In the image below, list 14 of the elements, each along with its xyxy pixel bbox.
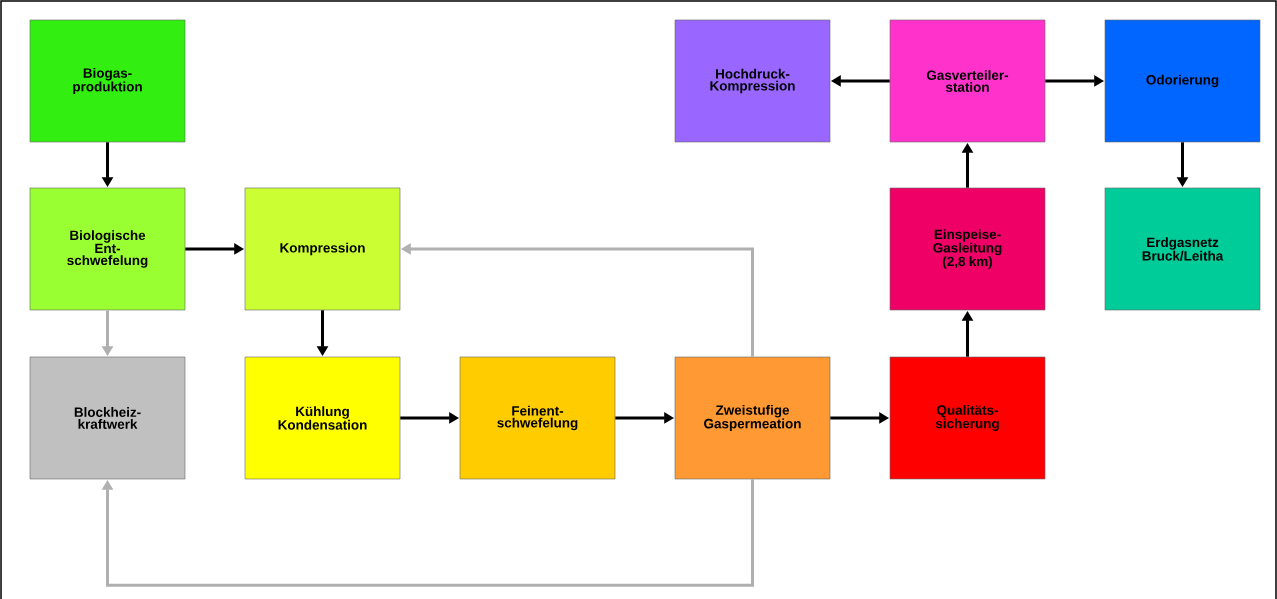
process-box: Hochdruck- Kompression	[674, 19, 831, 143]
process-box: Qualitäts- sicherung	[889, 356, 1046, 480]
process-box: Einspeise- Gasleitung (2,8 km)	[889, 187, 1046, 311]
process-box: Kompression	[244, 187, 401, 311]
arrow	[101, 479, 754, 587]
process-box: Blockheiz- kraftwerk	[29, 356, 186, 480]
process-box: Zweistufige Gaspermeation	[674, 356, 831, 480]
process-box: Biologische Ent- schwefelung	[29, 187, 186, 311]
process-box: Erdgasnetz Bruck/Leitha	[1104, 187, 1261, 311]
process-box: Biogas- produktion	[29, 19, 186, 143]
process-box: Kühlung Kondensation	[244, 356, 401, 480]
process-box: Gasverteiler- station	[889, 19, 1046, 143]
process-box: Feinent- schwefelung	[459, 356, 616, 480]
process-box: Odorierung	[1104, 19, 1261, 143]
